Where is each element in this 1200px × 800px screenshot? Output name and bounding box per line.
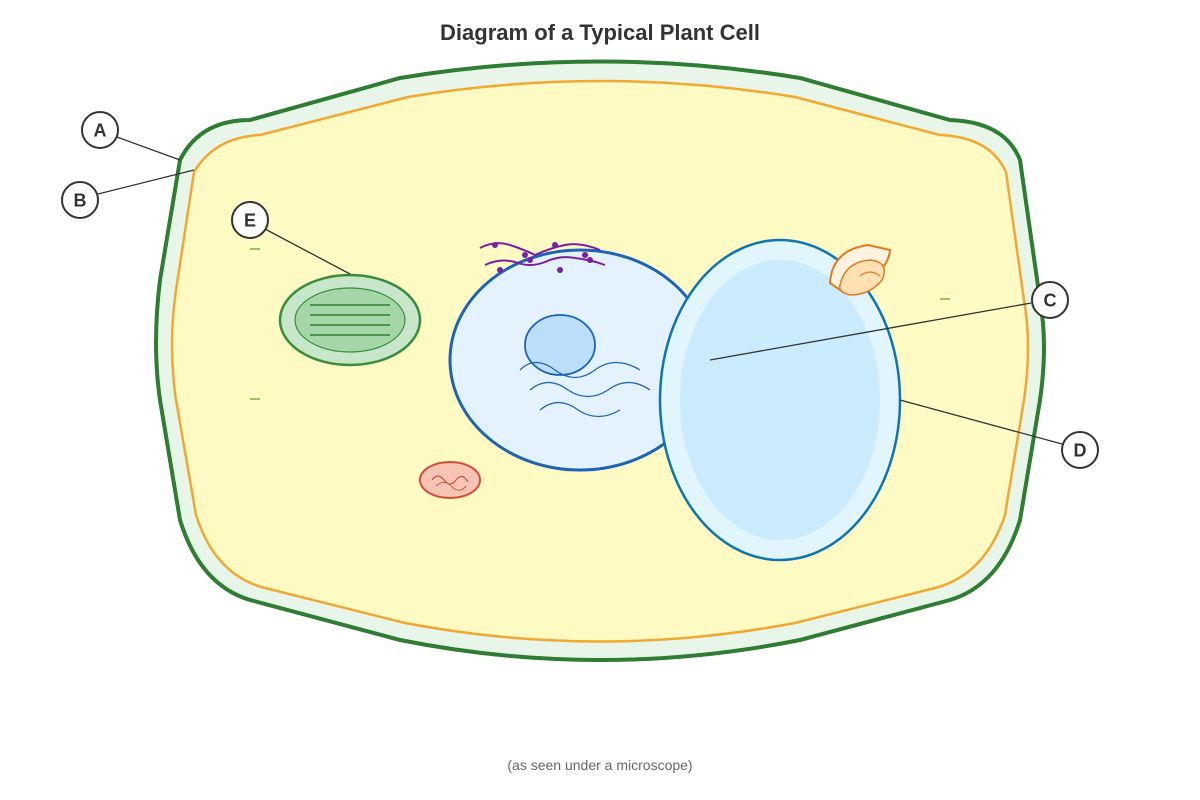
ribosome bbox=[492, 242, 498, 248]
callout-a[interactable]: A bbox=[81, 111, 119, 149]
diagram-caption: (as seen under a microscope) bbox=[507, 757, 692, 773]
diagram-title: Diagram of a Typical Plant Cell bbox=[440, 20, 760, 45]
mitochondrion bbox=[419, 461, 481, 499]
callout-d[interactable]: D bbox=[1061, 431, 1099, 469]
chromatin bbox=[539, 401, 621, 418]
callout-e[interactable]: E bbox=[231, 201, 269, 239]
ribosome bbox=[497, 267, 503, 273]
chromatin bbox=[519, 361, 641, 379]
ribosome bbox=[522, 252, 528, 258]
chromatin bbox=[529, 381, 651, 398]
callout-d-letter: D bbox=[1074, 441, 1087, 461]
endoplasmic-reticulum bbox=[479, 242, 606, 273]
leader-line-a bbox=[116, 136, 181, 161]
leader-line-e bbox=[264, 228, 351, 275]
callout-e-letter: E bbox=[244, 211, 256, 231]
leader-line-b bbox=[97, 169, 195, 195]
callout-b[interactable]: B bbox=[61, 181, 99, 219]
ribosome bbox=[552, 242, 558, 248]
callout-c-letter: C bbox=[1044, 291, 1057, 311]
ribosome bbox=[557, 267, 563, 273]
ribosome bbox=[587, 257, 593, 263]
vacuole bbox=[658, 238, 902, 562]
ribosome bbox=[527, 257, 533, 263]
ribosome bbox=[582, 252, 588, 258]
chloroplast bbox=[278, 273, 422, 367]
callout-c[interactable]: C bbox=[1031, 281, 1069, 319]
callout-a-letter: A bbox=[94, 121, 107, 141]
golgi-apparatus bbox=[828, 243, 892, 296]
leader-line-c bbox=[709, 302, 1032, 361]
callout-b-letter: B bbox=[74, 191, 87, 211]
nucleolus bbox=[524, 314, 596, 376]
leader-line-d bbox=[899, 399, 1063, 445]
